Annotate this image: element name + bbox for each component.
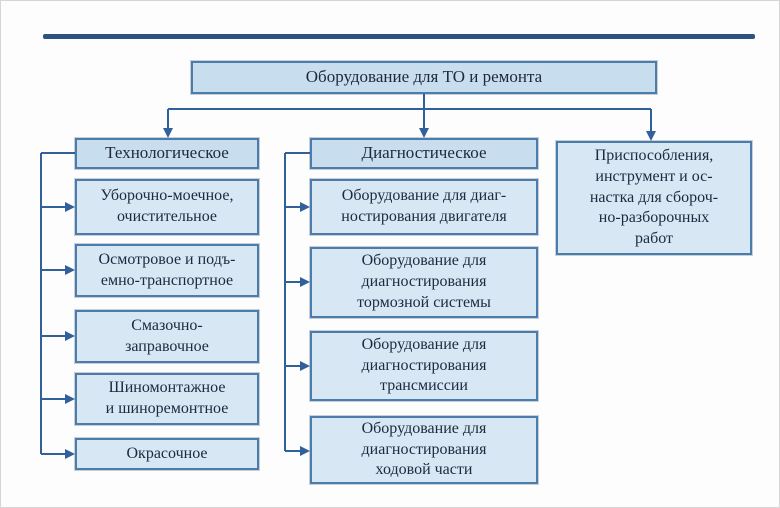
- tech-spine-connector: [40, 152, 75, 459]
- tree-node: Осмотровое и подъ- емно-транспортное: [75, 244, 259, 297]
- tree-node: Уборочно-моечное, очистительное: [75, 179, 259, 235]
- top-rule: [43, 34, 755, 39]
- tree-node: Смазочно- заправочное: [75, 310, 259, 363]
- root-connector: [163, 94, 656, 141]
- tree-node: Оборудование для диаг- ностирования двиг…: [310, 179, 538, 235]
- diag-spine-connector: [284, 152, 310, 456]
- tree-node: Окрасочное: [75, 438, 259, 470]
- tech-header-box: Технологическое: [75, 138, 259, 169]
- root-box: Оборудование для ТО и ремонта: [191, 61, 657, 94]
- tree-node: Оборудование для диагностирования тормоз…: [310, 247, 538, 318]
- diag-header-box: Диагностическое: [310, 138, 538, 169]
- tools-box: Приспособления, инструмент и ос- настка …: [556, 141, 752, 255]
- tree-node: Шиномонтажное и шиноремонтное: [75, 373, 259, 425]
- tree-node: Оборудование для диагностирования трансм…: [310, 331, 538, 401]
- tree-node: Оборудование для диагностирования ходово…: [310, 416, 538, 484]
